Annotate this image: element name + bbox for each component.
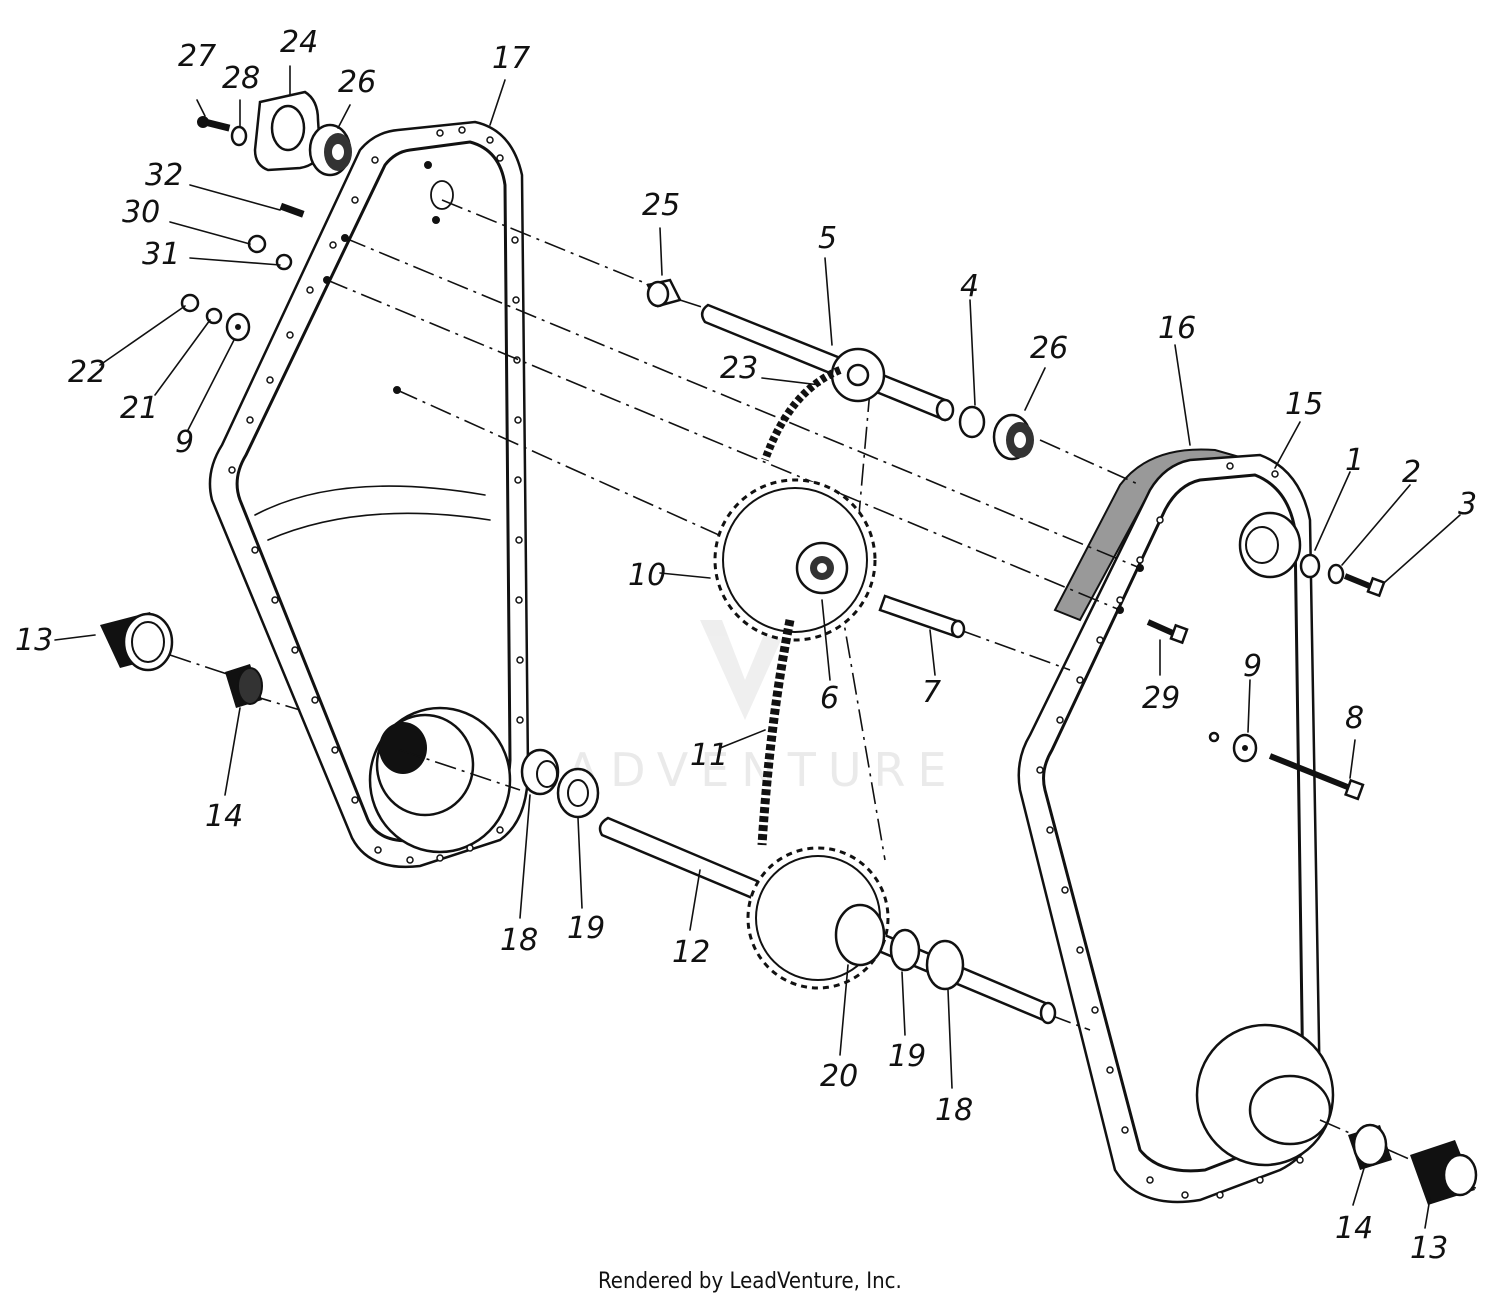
callout-9: 9 (1243, 649, 1262, 684)
callout-19: 19 (567, 911, 605, 946)
washer-19-left (556, 767, 600, 819)
washer-9-right (1232, 733, 1258, 763)
callout-11: 11 (690, 738, 728, 773)
tine-sprocket-20 (746, 846, 890, 990)
callout-28: 28 (222, 61, 260, 96)
bolt-27 (197, 116, 231, 132)
bearing-26-right (992, 413, 1034, 461)
callout-23: 23 (720, 351, 758, 386)
callout-19: 19 (888, 1039, 926, 1074)
bearing-14-right (1348, 1123, 1392, 1170)
lockwasher-2 (1327, 563, 1345, 585)
callout-31: 31 (142, 237, 180, 272)
small-sprocket-6 (795, 541, 849, 595)
bearing-18-left (520, 748, 560, 796)
callout-29: 29 (1142, 681, 1180, 716)
callout-14: 14 (205, 799, 243, 834)
callout-7: 7 (922, 675, 941, 710)
callout-21: 21 (120, 391, 158, 426)
callout-labels: 27 28 24 26 17 32 30 31 22 21 9 25 5 23 … (15, 25, 1477, 1266)
callout-5: 5 (818, 221, 837, 256)
upper-chain-23 (761, 366, 842, 462)
bolt-8 (1268, 753, 1365, 801)
callout-32: 32 (145, 158, 183, 193)
callout-4: 4 (960, 269, 979, 304)
callout-26: 26 (338, 65, 376, 100)
callout-6: 6 (820, 681, 839, 716)
washer-28 (230, 125, 248, 147)
callout-25: 25 (642, 188, 680, 223)
washer-19-lower (889, 928, 921, 972)
screw-32 (279, 202, 305, 218)
callout-15: 15 (1285, 387, 1323, 422)
callout-2: 2 (1402, 455, 1421, 490)
seal-13-right (1410, 1140, 1478, 1205)
bearing-flange-24 (253, 90, 322, 172)
nut-22 (180, 293, 200, 313)
left-chain-case-housing (208, 120, 530, 869)
spacer-tube-7 (878, 594, 966, 639)
bearing-14-left (225, 664, 263, 708)
callout-leader-lines (54, 65, 1461, 1229)
callout-24: 24 (280, 25, 318, 60)
washer-31 (275, 253, 293, 271)
callout-27: 27 (178, 39, 216, 74)
callout-20: 20 (820, 1059, 858, 1094)
washer-4 (958, 405, 986, 439)
large-sprocket-10 (713, 478, 877, 642)
bearing-18-lower (925, 939, 965, 991)
bearing-26-left (308, 123, 352, 177)
bolt-3 (1343, 573, 1386, 598)
callout-12: 12 (672, 935, 710, 970)
callout-22: 22 (68, 355, 106, 390)
screw-29 (1146, 619, 1189, 645)
callout-18: 18 (935, 1093, 973, 1128)
nut-30 (247, 234, 267, 254)
callout-1: 1 (1345, 443, 1364, 478)
footer-credit: Rendered by LeadVenture, Inc. (598, 1269, 902, 1294)
callout-16: 16 (1158, 311, 1196, 346)
callout-8: 8 (1345, 701, 1364, 736)
callout-13: 13 (15, 623, 53, 658)
seal-13-left (100, 612, 174, 672)
washer-1 (1299, 553, 1321, 579)
nut-small-right (1208, 731, 1220, 743)
callout-10: 10 (628, 558, 666, 593)
callout-18: 18 (500, 923, 538, 958)
callout-3: 3 (1458, 487, 1477, 522)
callout-30: 30 (122, 195, 160, 230)
callout-14: 14 (1335, 1211, 1373, 1246)
callout-26: 26 (1030, 331, 1068, 366)
callout-17: 17 (492, 41, 530, 76)
right-chain-case-housing (1017, 448, 1335, 1204)
washer-9-left (225, 312, 251, 342)
callout-13: 13 (1410, 1231, 1448, 1266)
bushing-25 (646, 278, 682, 308)
callout-9: 9 (175, 425, 194, 460)
upper-shaft-with-sprocket (700, 303, 955, 422)
